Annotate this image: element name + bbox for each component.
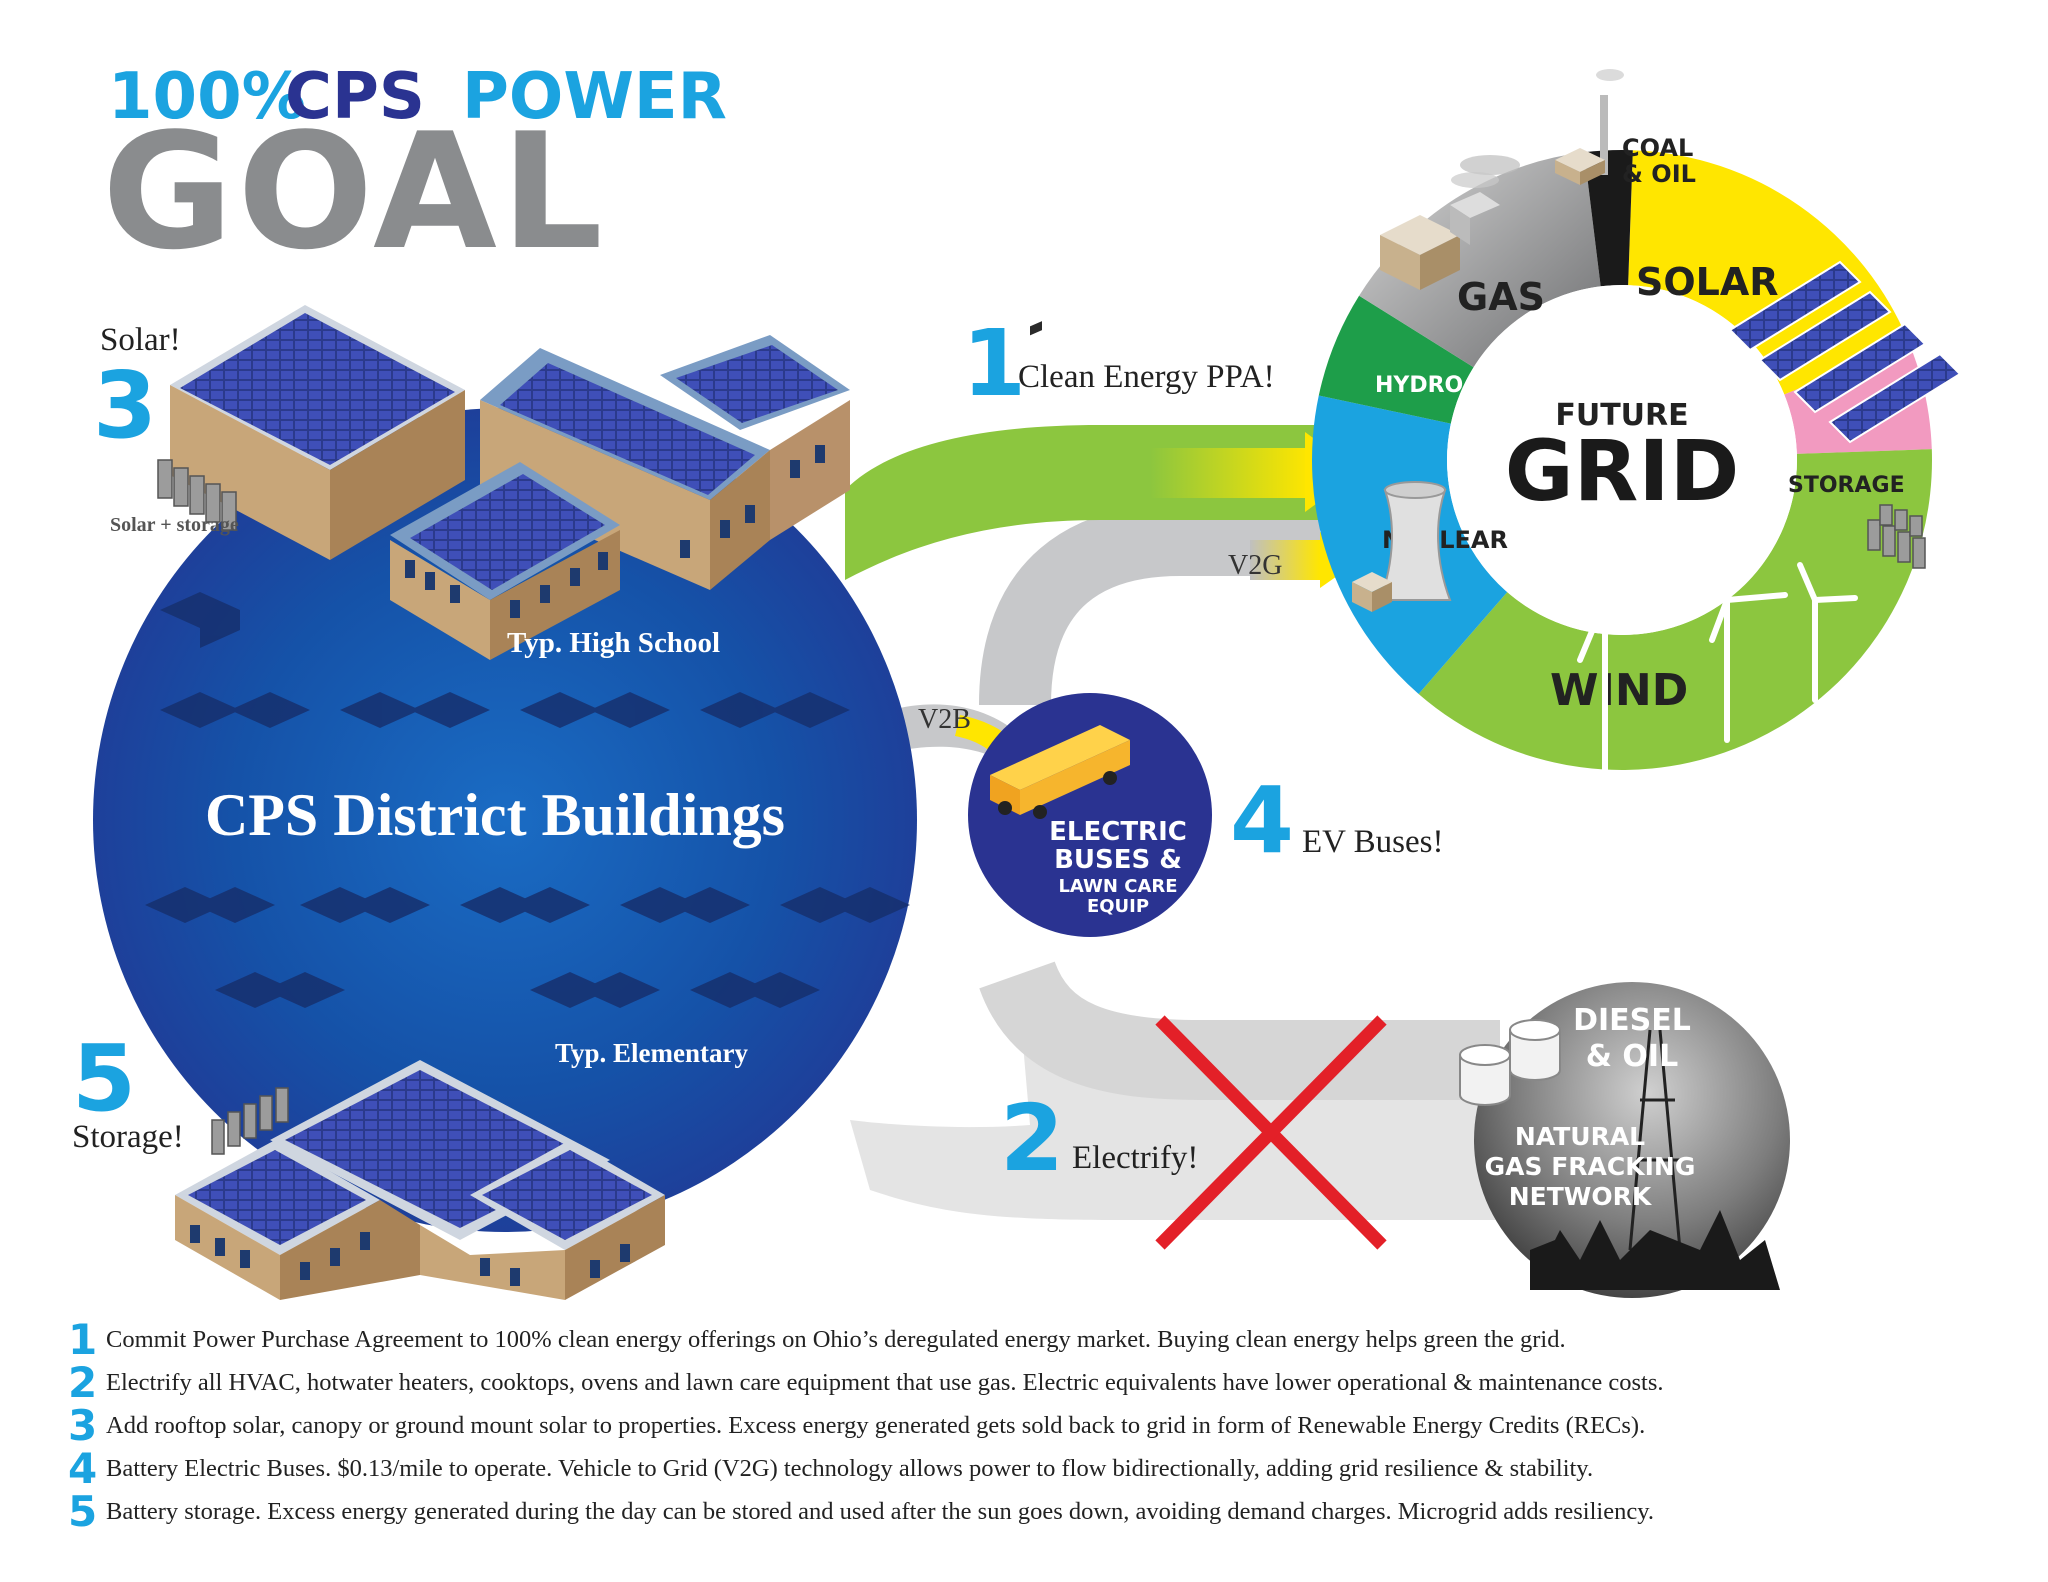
segment-hydro: [1318, 295, 1474, 424]
note-number: 3: [68, 1400, 98, 1450]
callout-ppa: 1 Clean Energy PPA!: [962, 310, 1275, 417]
callout-solar-number: 3: [93, 352, 157, 459]
callout-ev: 4 EV Buses!: [1230, 767, 1443, 874]
red-x-icon: [1155, 1015, 1387, 1250]
oil-tanks-icon: [1459, 1019, 1561, 1106]
callout-ev-number: 4: [1230, 767, 1294, 874]
note-text: Add rooftop solar, canopy or ground moun…: [106, 1411, 1646, 1439]
segment-hydro-label: HYDRO: [1375, 373, 1463, 398]
district-title: CPS District Buildings: [205, 782, 785, 848]
note-number: 2: [68, 1357, 98, 1407]
grid-future-label: FUTURE: [1555, 398, 1688, 433]
callout-electrify-label: Electrify!: [1072, 1140, 1198, 1176]
note-number: 4: [68, 1443, 98, 1493]
v2g-arrow-glow: [1250, 540, 1320, 580]
fossil-line2: & OIL: [1586, 1039, 1678, 1074]
callout-solar-label: Solar!: [100, 322, 181, 358]
segment-storage: [1784, 343, 1932, 454]
note-number: 5: [68, 1486, 98, 1536]
segment-storage-label: STORAGE: [1788, 473, 1905, 498]
grid-title: GRID: [1505, 422, 1740, 520]
callout-storage-number: 5: [72, 1025, 136, 1132]
buses-line4: EQUIP: [1087, 896, 1149, 917]
segment-gas-label: GAS: [1457, 275, 1545, 319]
ppa-arrow-glow: [1150, 448, 1310, 498]
note-text: Commit Power Purchase Agreement to 100% …: [106, 1325, 1566, 1353]
buses-background: [968, 693, 1212, 937]
storage-batteries-icon: [211, 1087, 289, 1155]
coal-plant-icon: [1555, 69, 1624, 185]
callout-ppa-label: Clean Energy PPA!: [1018, 359, 1275, 395]
callout-ev-label: EV Buses!: [1302, 824, 1443, 860]
segment-coal-label-2: & OIL: [1622, 160, 1696, 188]
header-org: CPS: [285, 60, 425, 134]
grid-solar-panels-icon: [1728, 260, 1962, 444]
building-icons: [145, 592, 910, 1008]
fossil-fuel-circle: DIESEL & OIL NATURAL GAS FRACKING NETWOR…: [1459, 982, 1790, 1298]
grid-storage-batteries-icon: [1867, 504, 1926, 569]
fossil-line5: NETWORK: [1509, 1182, 1653, 1211]
wind-turbines-icon: [1557, 522, 1858, 803]
callout-storage: 5 Storage!: [72, 1025, 184, 1155]
header-goal: GOAL: [102, 98, 607, 285]
grid-illustrations: [1352, 69, 1962, 803]
note-text: Battery Electric Buses. $0.13/mile to op…: [106, 1454, 1594, 1482]
elementary-label: Typ. Elementary: [555, 1038, 748, 1068]
buses-line2: BUSES &: [1054, 845, 1182, 875]
callout-ppa-number: 1: [962, 310, 1026, 417]
fracking-rig-icon: [1628, 1029, 1682, 1251]
buses-line3: LAWN CARE: [1058, 876, 1177, 897]
v2g-label: V2G: [1228, 550, 1282, 581]
electric-buses-circle: ELECTRIC BUSES & LAWN CARE EQUIP: [968, 321, 1212, 937]
grid-center: FUTURE GRID: [1505, 398, 1740, 520]
segment-solar-label: SOLAR: [1636, 260, 1779, 304]
callout-electrify: 2 Electrify!: [1000, 1085, 1198, 1192]
elementary-illustration: Typ. Elementary: [175, 1038, 748, 1300]
fossil-line1: DIESEL: [1573, 1003, 1691, 1038]
note-text: Electrify all HVAC, hotwater heaters, co…: [106, 1368, 1664, 1396]
segment-wind: [1418, 449, 1933, 770]
solar-storage-batteries-icon: [157, 459, 237, 531]
segment-gas: [1359, 152, 1601, 368]
v2g-arrow: [979, 504, 1320, 706]
v2b-label: V2B: [918, 704, 971, 735]
header: 100% CPS POWER GOAL: [102, 60, 727, 285]
segment-coal: [1584, 150, 1633, 287]
grid-center-hole: [1447, 285, 1797, 635]
electrify-arrow-upper: [979, 960, 1500, 1100]
note-number: 1: [68, 1314, 98, 1364]
fossil-line4: GAS FRACKING: [1485, 1152, 1696, 1181]
note-text: Battery storage. Excess energy generated…: [106, 1497, 1654, 1525]
fossil-line3: NATURAL: [1515, 1122, 1645, 1151]
high-school-illustration: Typ. High School: [157, 305, 850, 660]
nuclear-plant-icon: [1352, 481, 1452, 612]
refinery-skyline-icon: [1530, 1210, 1780, 1290]
callout-storage-label: Storage!: [72, 1119, 184, 1155]
header-power: POWER: [462, 60, 727, 134]
callout-solar: Solar! 3 Solar + storage: [93, 322, 239, 536]
segment-wind-label: WIND: [1550, 665, 1688, 716]
gas-plant-icon: [1380, 155, 1520, 290]
buses-line1: ELECTRIC: [1049, 817, 1187, 847]
school-bus-icon: [990, 321, 1130, 819]
grid-segment-labels: SOLAR GAS HYDRO STORAGE NUCLEAR WIND COA…: [1375, 134, 1905, 716]
callout-electrify-number: 2: [1000, 1085, 1064, 1192]
callout-solar-sub: Solar + storage: [110, 514, 239, 536]
high-school-label: Typ. High School: [507, 627, 720, 659]
header-percent: 100%: [108, 60, 306, 134]
segment-coal-label-1: COAL: [1622, 134, 1693, 162]
district-background: [93, 408, 917, 1232]
district-circle: CPS District Buildings: [93, 408, 917, 1232]
